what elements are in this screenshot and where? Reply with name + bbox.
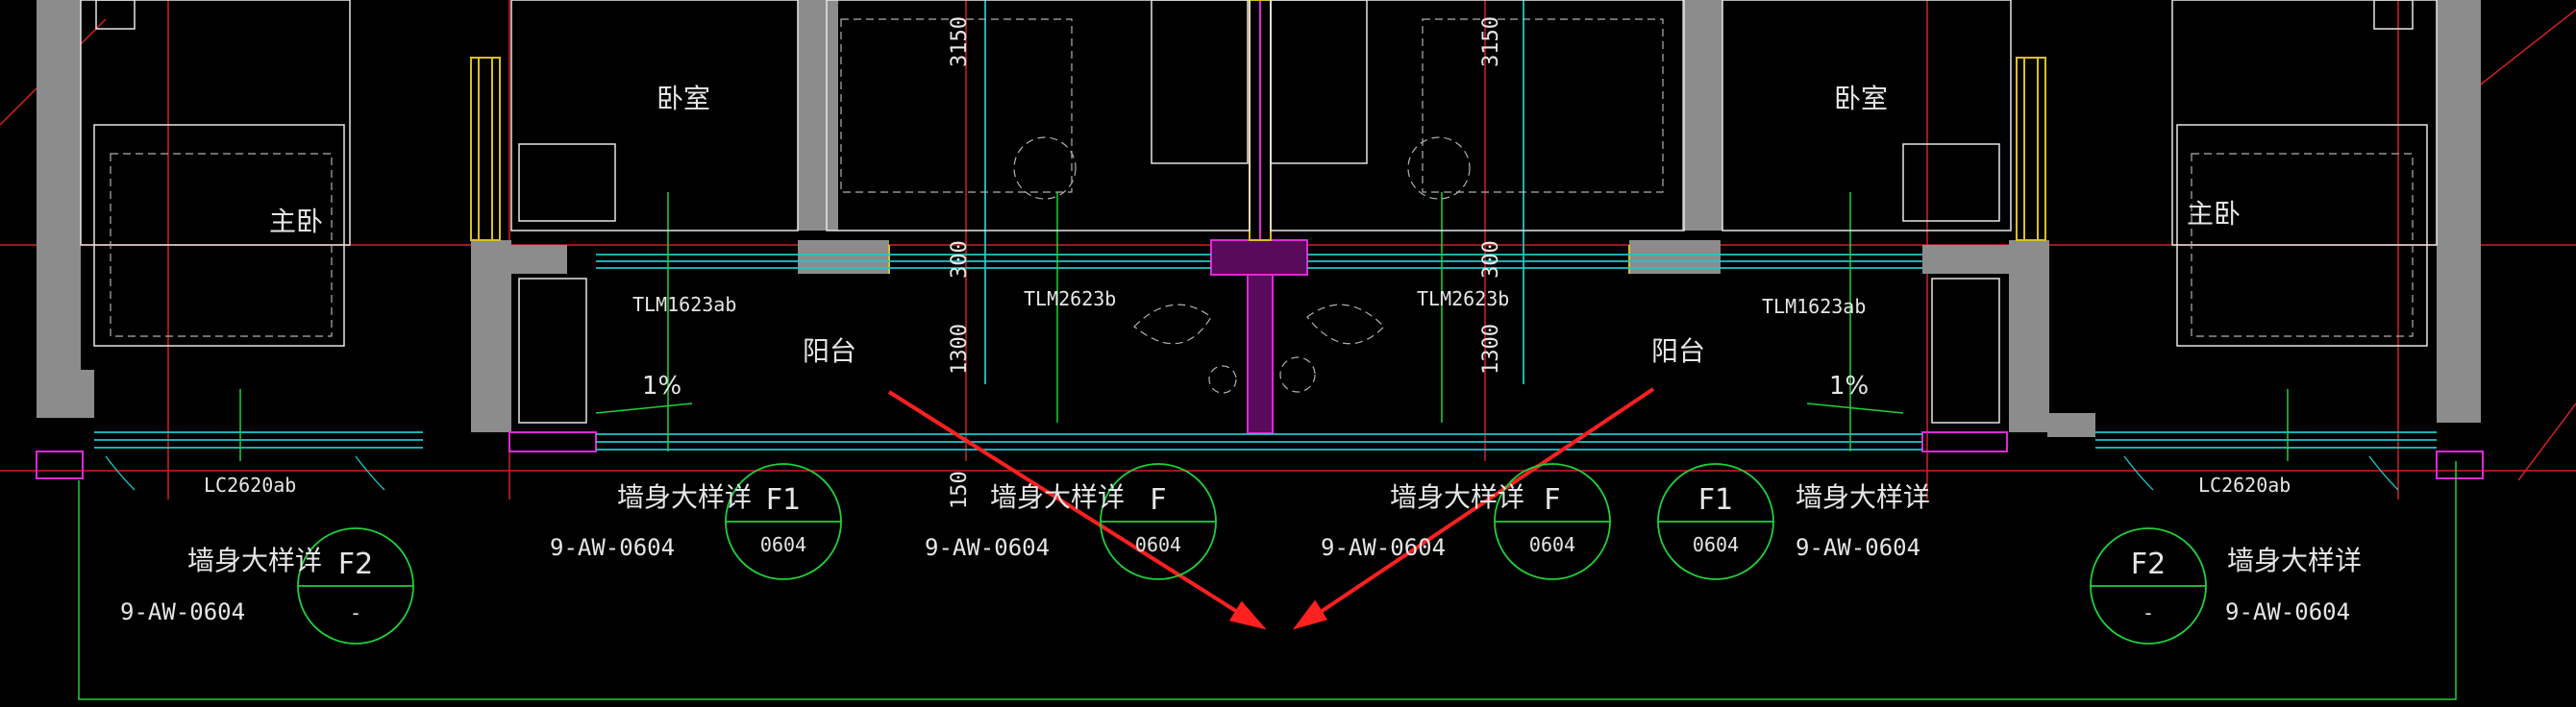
slope-right: 1% bbox=[1829, 372, 1869, 401]
window-tag-lc2620-right: LC2620ab bbox=[2198, 474, 2291, 497]
room-label-master-right: 主卧 bbox=[2187, 198, 2241, 230]
dimensions: 3150 300 1300 150 3150 300 1300 bbox=[948, 16, 1503, 509]
door-tag-tlm2623-right: TLM2623b bbox=[1417, 287, 1509, 310]
callout-sheet-6: - bbox=[2143, 601, 2154, 624]
door-tag-tlm1623-right: TLM1623ab bbox=[1762, 295, 1866, 318]
callout-tags: F1 F F F1 F2 F2 bbox=[338, 483, 2166, 581]
detail-refs: 9-AW-0604 9-AW-0604 9-AW-0604 9-AW-0604 … bbox=[120, 534, 2350, 625]
annotation-arrows bbox=[887, 387, 1655, 630]
door-swings bbox=[105, 455, 2399, 491]
door-tag-tlm1623-left: TLM1623ab bbox=[632, 293, 736, 316]
dim-1300-right: 1300 bbox=[1479, 324, 1503, 375]
callout-tag-f1-right: F1 bbox=[1698, 483, 1733, 517]
windows-doors bbox=[94, 0, 2437, 451]
dim-3150-left: 3150 bbox=[948, 16, 972, 67]
door-tag-tlm2623-left: TLM2623b bbox=[1024, 287, 1116, 310]
detail-ref-5: 9-AW-0604 bbox=[120, 598, 245, 625]
room-label-balcony-left: 阳台 bbox=[803, 335, 856, 367]
structure-magenta bbox=[36, 0, 2484, 479]
callout-tag-f2-left: F2 bbox=[338, 548, 373, 581]
callout-sheet-5: - bbox=[350, 601, 361, 624]
dim-1300-left: 1300 bbox=[948, 324, 972, 375]
room-outlines bbox=[80, 0, 2438, 424]
detail-title-2: 墙身大样详 bbox=[990, 481, 1125, 513]
detail-title-5: 墙身大样详 bbox=[187, 545, 322, 576]
callout-tag-f1-left: F1 bbox=[766, 483, 801, 517]
detail-title-6: 墙身大样详 bbox=[2227, 545, 2362, 576]
room-label-balcony-right: 阳台 bbox=[1651, 335, 1705, 367]
detail-title-3: 墙身大样详 bbox=[1390, 481, 1524, 513]
callout-tag-f-right: F bbox=[1544, 483, 1560, 517]
room-label-bedroom-left: 卧室 bbox=[656, 83, 710, 114]
detail-title-4: 墙身大样详 bbox=[1796, 481, 1930, 513]
slope-left: 1% bbox=[642, 372, 681, 401]
callout-sheets: 0604 0604 0604 0604 - - bbox=[350, 533, 2154, 624]
callout-sheet-3: 0604 bbox=[1529, 533, 1575, 556]
callout-sheet-2: 0604 bbox=[1135, 533, 1181, 556]
insulation-columns bbox=[470, 0, 2046, 274]
callout-tag-f-left: F bbox=[1150, 483, 1166, 517]
detail-ref-3: 9-AW-0604 bbox=[1321, 534, 1446, 561]
window-tag-lc2620-left: LC2620ab bbox=[204, 474, 296, 497]
room-labels: 主卧 卧室 阳台 阳台 卧室 主卧 bbox=[269, 83, 2241, 367]
slope-labels: 1% 1% bbox=[642, 372, 1869, 401]
door-tags: TLM1623ab TLM2623b TLM2623b TLM1623ab LC… bbox=[204, 287, 2291, 497]
dim-300-left: 300 bbox=[948, 240, 972, 279]
dim-300-right: 300 bbox=[1479, 240, 1503, 279]
furniture-dashed bbox=[110, 18, 2414, 394]
detail-texts: 墙身大样详 墙身大样详 墙身大样详 墙身大样详 墙身大样详 墙身大样详 bbox=[187, 481, 2362, 576]
detail-ref-1: 9-AW-0604 bbox=[550, 534, 675, 561]
detail-ref-4: 9-AW-0604 bbox=[1796, 534, 1920, 561]
callout-sheet-1: 0604 bbox=[760, 533, 806, 556]
detail-circles bbox=[297, 463, 2207, 645]
dim-150-left: 150 bbox=[948, 471, 972, 509]
callout-tag-f2-right: F2 bbox=[2131, 548, 2166, 581]
walls bbox=[37, 0, 2481, 437]
detail-ref-6: 9-AW-0604 bbox=[2225, 598, 2350, 625]
dim-3150-right: 3150 bbox=[1479, 16, 1503, 67]
room-label-bedroom-right: 卧室 bbox=[1834, 83, 1888, 114]
room-label-master-left: 主卧 bbox=[269, 206, 323, 237]
callout-sheet-4: 0604 bbox=[1693, 533, 1739, 556]
detail-ref-2: 9-AW-0604 bbox=[925, 534, 1050, 561]
detail-title-1: 墙身大样详 bbox=[617, 481, 752, 513]
